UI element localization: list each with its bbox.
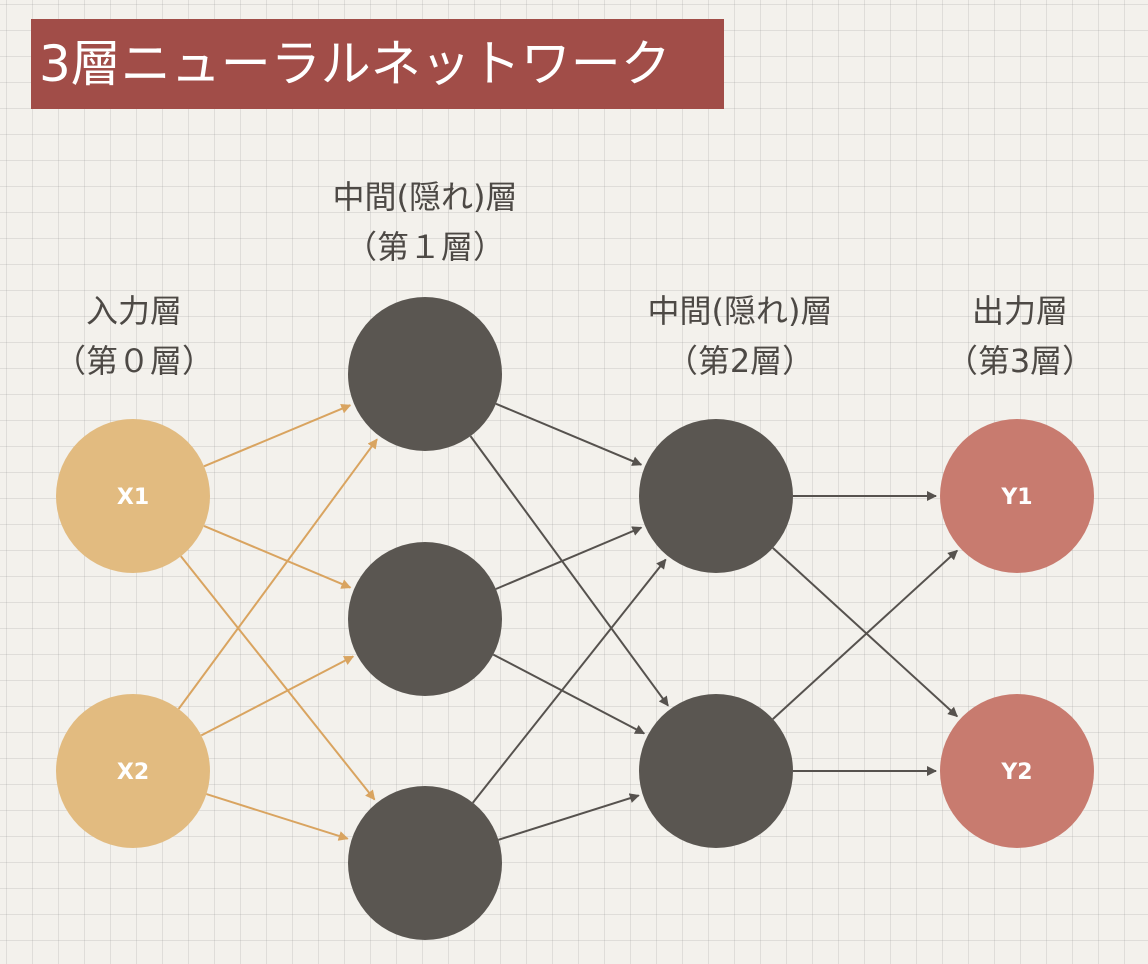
edge-h11-h21 <box>495 402 643 466</box>
layer-name: 出力層 <box>971 292 1068 330</box>
edge-h13-h22 <box>498 793 640 841</box>
node-h12 <box>348 542 502 696</box>
edge-x1-h13 <box>180 555 376 801</box>
layer-name: 中間(隠れ)層 <box>332 178 518 216</box>
edge-h21-y2 <box>772 547 958 718</box>
layer-sub: （第2層） <box>665 342 815 380</box>
edge-h13-h21 <box>472 558 667 804</box>
edge-x2-h13 <box>206 793 349 841</box>
node-h11 <box>348 297 502 451</box>
layer-label-output: 出力層 （第3層） <box>900 286 1140 386</box>
layer-label-hidden1: 中間(隠れ)層 （第１層） <box>305 172 545 272</box>
node-label-y2: Y2 <box>1000 760 1032 785</box>
node-x1 <box>56 419 210 573</box>
layer-label-input: 入力層 （第０層） <box>14 286 254 386</box>
edge-x2-h12 <box>200 655 355 737</box>
node-h13 <box>348 786 502 940</box>
layer-name: 入力層 <box>85 292 182 330</box>
layer-name: 中間(隠れ)層 <box>647 292 833 330</box>
layer-label-hidden2: 中間(隠れ)層 （第2層） <box>620 286 860 386</box>
layer-sub: （第０層） <box>53 342 214 380</box>
node-y1 <box>940 419 1094 573</box>
edge-x2-h11 <box>177 438 378 710</box>
node-x2 <box>56 694 210 848</box>
layer-sub: （第3層） <box>945 342 1095 380</box>
layer-sub: （第１層） <box>344 228 505 266</box>
edge-x1-h11 <box>203 404 352 468</box>
edges <box>177 402 958 841</box>
edge-x1-h12 <box>203 524 352 589</box>
edge-h12-h21 <box>495 526 643 590</box>
node-label-x1: X1 <box>117 485 149 510</box>
node-label-x2: X2 <box>117 760 149 785</box>
node-y2 <box>940 694 1094 848</box>
edge-h12-h22 <box>492 653 646 735</box>
node-h22 <box>639 694 793 848</box>
edge-h11-h22 <box>469 435 669 707</box>
edge-h22-y1 <box>772 549 958 720</box>
node-label-y1: Y1 <box>1000 485 1032 510</box>
node-h21 <box>639 419 793 573</box>
title-banner: 3層ニューラルネットワーク <box>31 19 724 109</box>
